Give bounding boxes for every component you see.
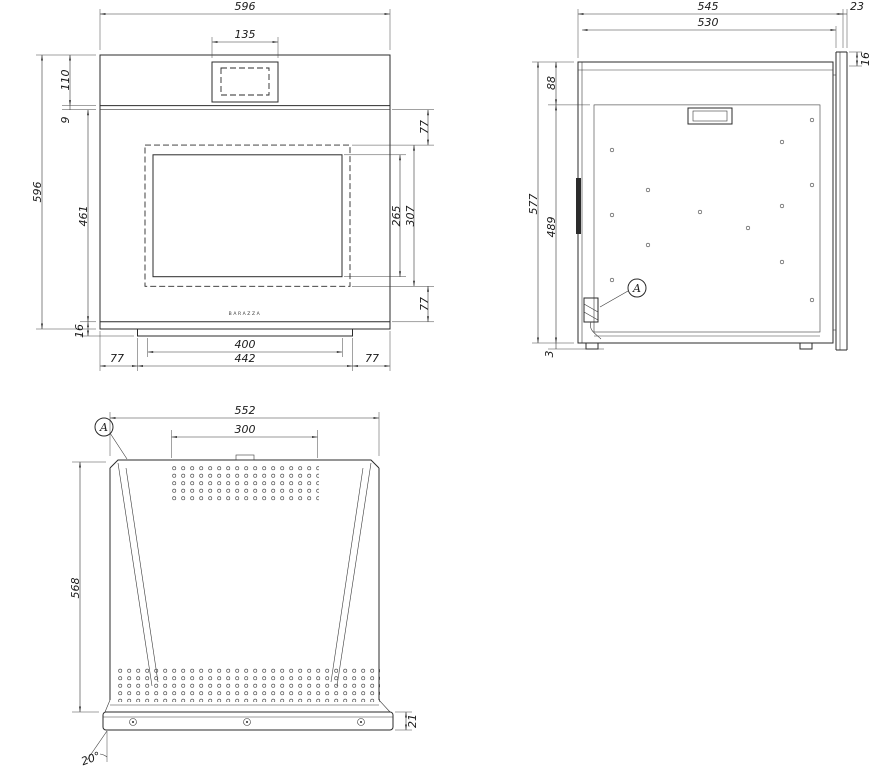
front-base [137,328,353,337]
side-oven-outline [576,51,848,351]
dim-side-overall-depth: 545 [698,0,719,13]
side-view: A 545 23 530 16 88 577 489 3 [527,0,872,358]
front-door-glass [152,154,343,278]
dim-side-lower-section-height: 489 [545,217,558,238]
rear-detail-label: A [99,421,108,434]
rear-base-bar [102,711,394,731]
dim-front-window-top-offset: 77 [418,120,431,134]
dim-front-window-bottom-offset: 77 [418,297,431,311]
dim-side-door-top-offset: 16 [859,52,872,66]
rear-view: A 552 300 568 21 20° [69,404,419,768]
rear-detail-callout: A [94,417,128,460]
front-dimensions [36,9,434,371]
dim-side-top-section-height: 88 [545,76,558,90]
side-dimensions [532,9,862,350]
front-view: 596 135 596 110 9 461 16 400 442 77 77 2… [31,0,434,371]
dim-front-display-width: 135 [235,28,256,41]
rear-dimensions [72,412,412,731]
rear-bottom-vent-perforation [118,668,380,702]
dim-rear-overall-width: 552 [235,404,256,417]
side-foot-left [585,342,599,350]
brand-logo-text: BARAZZA [229,311,262,317]
dim-front-opening-width: 400 [235,338,256,351]
side-vent [687,107,733,125]
side-detail-label: A [632,282,641,295]
dim-front-glass-height: 265 [390,206,403,227]
dim-front-window-height: 307 [404,206,417,227]
detail-circle-a-rear [94,417,114,437]
front-oven-outline [99,54,391,337]
side-mounting-flange [576,178,581,234]
dim-side-door-thickness: 23 [850,0,864,13]
dim-rear-vent-width: 300 [235,423,256,436]
dim-front-overall-width: 596 [235,0,256,13]
dim-front-trim-gap: 9 [59,117,72,124]
dim-side-body-depth: 530 [698,16,719,29]
side-detail-callout: A [599,278,647,308]
dim-front-bottom-margin-left: 77 [110,352,124,365]
dim-front-door-height: 461 [77,206,90,227]
dim-front-overall-height: 596 [31,182,44,203]
side-door [833,51,848,351]
dim-side-foot-height: 3 [543,351,556,358]
front-door-window-dashed [144,144,351,287]
rear-top-tab [235,454,255,461]
rear-oven-outline [86,454,394,762]
dim-front-base-height: 16 [73,324,86,338]
detail-circle-a [627,278,647,298]
rear-tilt-angle [86,730,108,762]
front-display [211,61,279,103]
dim-front-bottom-margin-right: 77 [365,352,379,365]
rear-top-vent-perforation [171,466,319,501]
dim-rear-tilt-angle: 20° [79,749,102,768]
side-foot-right [799,342,813,350]
dim-side-overall-height: 577 [527,194,540,215]
dim-rear-overall-height: 568 [69,578,82,599]
dim-front-control-panel-height: 110 [59,70,72,91]
side-terminal-component [583,297,602,340]
side-mounting-holes [609,117,815,303]
front-display-cutout [220,67,270,96]
dim-front-base-width: 442 [235,352,256,365]
dim-rear-base-height: 21 [406,714,419,728]
side-inner-panel [593,104,821,333]
